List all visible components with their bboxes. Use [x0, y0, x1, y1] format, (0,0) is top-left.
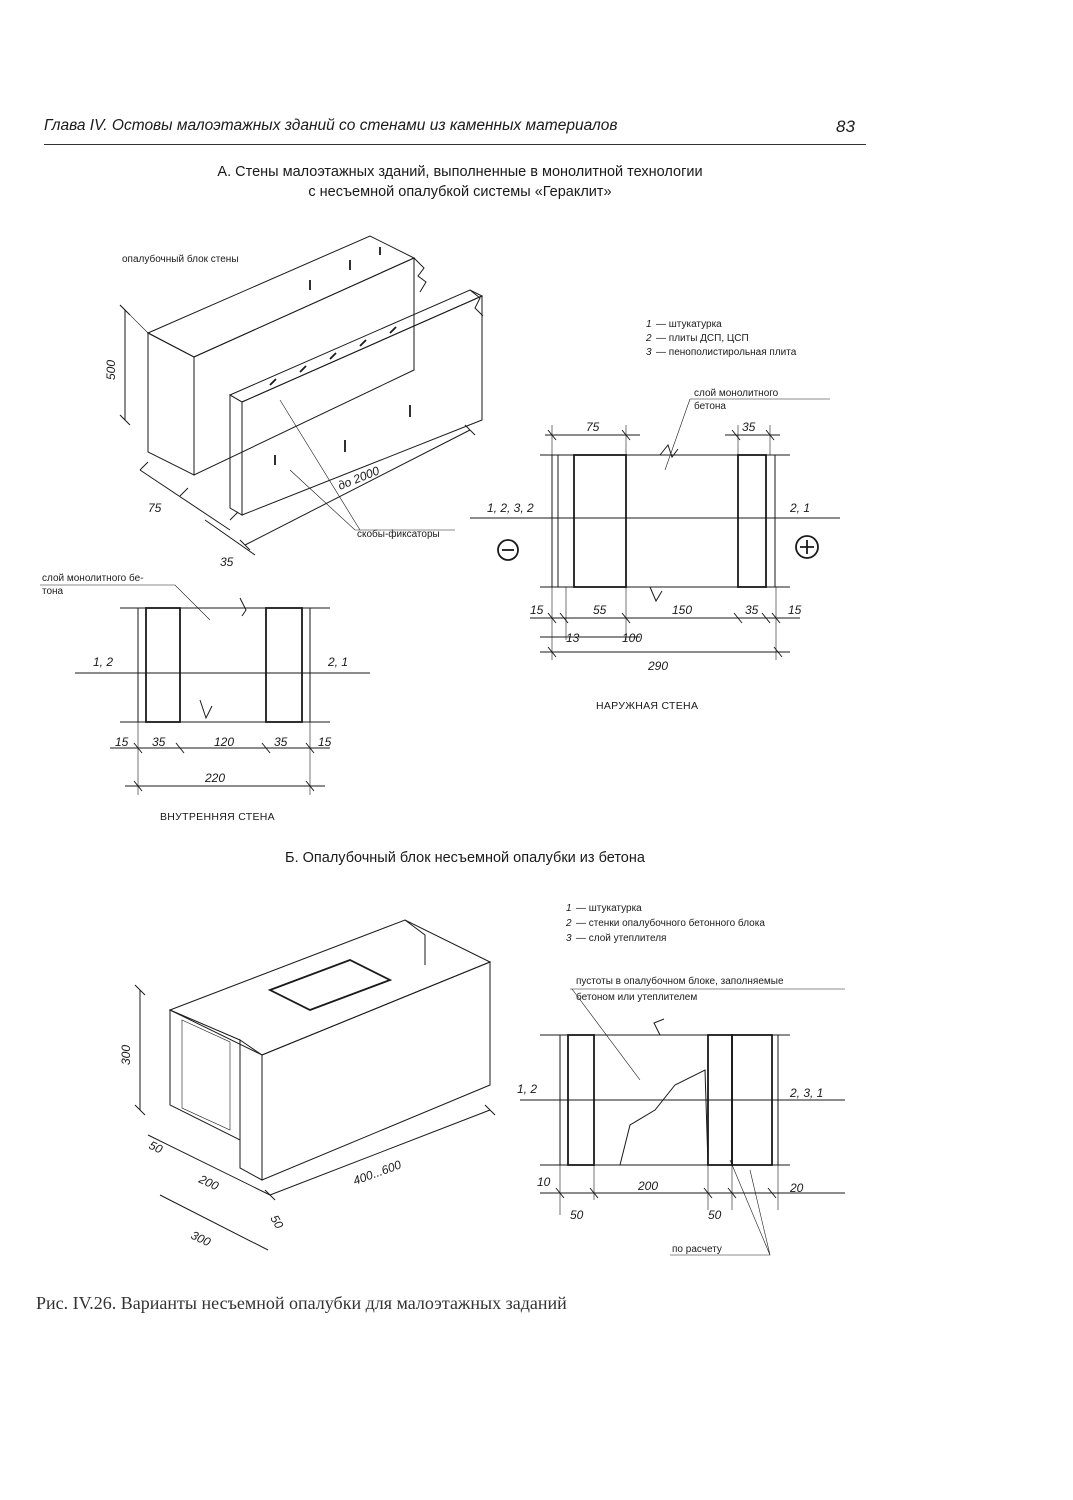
inner-dim-35-right: 35: [274, 735, 288, 749]
outer-dim-35: 35: [745, 603, 759, 617]
block-dim-length: 400...600: [351, 1157, 403, 1187]
inner-dim-120: 120: [214, 735, 234, 749]
dim-75: 75: [148, 501, 162, 515]
label-voids-1: пустоты в опалубочном блоке, заполняемые: [576, 975, 784, 987]
outer-dim-100: 100: [622, 631, 642, 645]
inner-dim-total-220: 220: [204, 771, 225, 785]
legend-a-num-2: 2: [645, 333, 652, 344]
legend-b-text-2: — стенки опалубочного бетонного блока: [576, 917, 765, 929]
legend-b: 1 — штукатурка 2 — стенки опалубочного б…: [565, 903, 765, 944]
label-formwork-block: опалубочный блок стены: [122, 253, 239, 265]
inner-wall-caption: ВНУТРЕННЯЯ СТЕНА: [160, 811, 275, 823]
inner-dim-35-left: 35: [152, 735, 166, 749]
legend-a: 1 — штукатурка 2 — плиты ДСП, ЦСП 3 — пе…: [645, 319, 797, 358]
iso-formwork-block: [119, 235, 484, 556]
section-dim-20: 20: [789, 1181, 804, 1195]
dim-height-500: 500: [104, 360, 118, 380]
label-voids-2: бетоном или утеплителем: [576, 991, 697, 1003]
block-dim-height-300: 300: [119, 1045, 133, 1065]
outer-dim-top-75: 75: [586, 420, 600, 434]
outer-dim-15-left: 15: [530, 603, 544, 617]
outer-dim-top-35: 35: [742, 420, 756, 434]
label-clips: скобы-фиксаторы: [357, 528, 440, 540]
legend-a-num-1: 1: [646, 319, 652, 330]
outer-wall-caption: НАРУЖНАЯ СТЕНА: [596, 700, 698, 712]
section-a-title-line2: с несъемной опалубкой системы «Гераклит»: [308, 184, 612, 200]
chapter-title: Глава IV. Остовы малоэтажных зданий со с…: [44, 117, 618, 134]
label-inner-concrete-1: слой монолитного бе-: [42, 572, 144, 584]
section-layers-left: 1, 2: [517, 1082, 537, 1096]
section-layers-right: 2, 3, 1: [789, 1086, 823, 1100]
legend-a-text-3: — пенополистирольная плита: [656, 347, 797, 358]
legend-a-text-1: — штукатурка: [656, 319, 722, 330]
inner-layers-left: 1, 2: [93, 655, 113, 669]
label-outer-concrete-1: слой монолитного: [694, 388, 779, 399]
outer-dim-55: 55: [593, 603, 607, 617]
inner-dim-15-right: 15: [318, 735, 332, 749]
technical-drawing: опалубочный блок стены 500 75 35 до 2000…: [40, 235, 845, 1256]
legend-a-text-2: — плиты ДСП, ЦСП: [656, 333, 749, 344]
outer-dim-total-290: 290: [647, 659, 668, 673]
outer-dim-13: 13: [566, 631, 580, 645]
legend-b-num-2: 2: [565, 918, 572, 929]
legend-b-num-3: 3: [566, 933, 572, 944]
inner-dim-15-left: 15: [115, 735, 129, 749]
section-b-title: Б. Опалубочный блок несъемной опалубки и…: [285, 850, 645, 866]
label-inner-concrete-2: тона: [42, 586, 64, 597]
label-outer-concrete-2: бетона: [694, 400, 726, 412]
outer-layers-right: 2, 1: [789, 501, 810, 515]
figure-caption: Рис. IV.26. Варианты несъемной опалубки …: [36, 1293, 567, 1313]
section-a-title-line1: А. Стены малоэтажных зданий, выполненные…: [217, 164, 703, 180]
outer-dim-150: 150: [672, 603, 692, 617]
block-wall-section: пустоты в опалубочном блоке, заполняемые…: [520, 975, 845, 1256]
inner-wall-section: слой монолитного бе- тона: [40, 572, 370, 795]
section-dim-10: 10: [537, 1175, 551, 1189]
header-rule: [44, 144, 866, 145]
page-number: 83: [836, 117, 855, 136]
block-dim-50-right: 50: [267, 1213, 286, 1232]
inner-layers-right: 2, 1: [327, 655, 348, 669]
iso-concrete-block: [134, 919, 496, 1251]
legend-a-num-3: 3: [646, 347, 652, 358]
section-dim-200: 200: [637, 1179, 658, 1193]
block-dim-200: 200: [196, 1172, 221, 1194]
block-dim-50-left: 50: [147, 1138, 165, 1156]
outer-dim-15-right: 15: [788, 603, 802, 617]
dim-35: 35: [220, 555, 234, 569]
outer-layers-left: 1, 2, 3, 2: [487, 501, 534, 515]
dim-length-2000: до 2000: [336, 463, 382, 492]
block-dim-300: 300: [189, 1228, 213, 1249]
legend-b-text-1: — штукатурка: [576, 903, 642, 914]
outer-wall-section: слой монолитного бетона: [470, 388, 840, 660]
legend-b-num-1: 1: [566, 903, 572, 914]
section-dim-50-right: 50: [708, 1208, 722, 1222]
legend-b-text-3: — слой утеплителя: [576, 933, 666, 944]
section-dim-50-left: 50: [570, 1208, 584, 1222]
label-by-calculation: по расчету: [672, 1244, 722, 1255]
